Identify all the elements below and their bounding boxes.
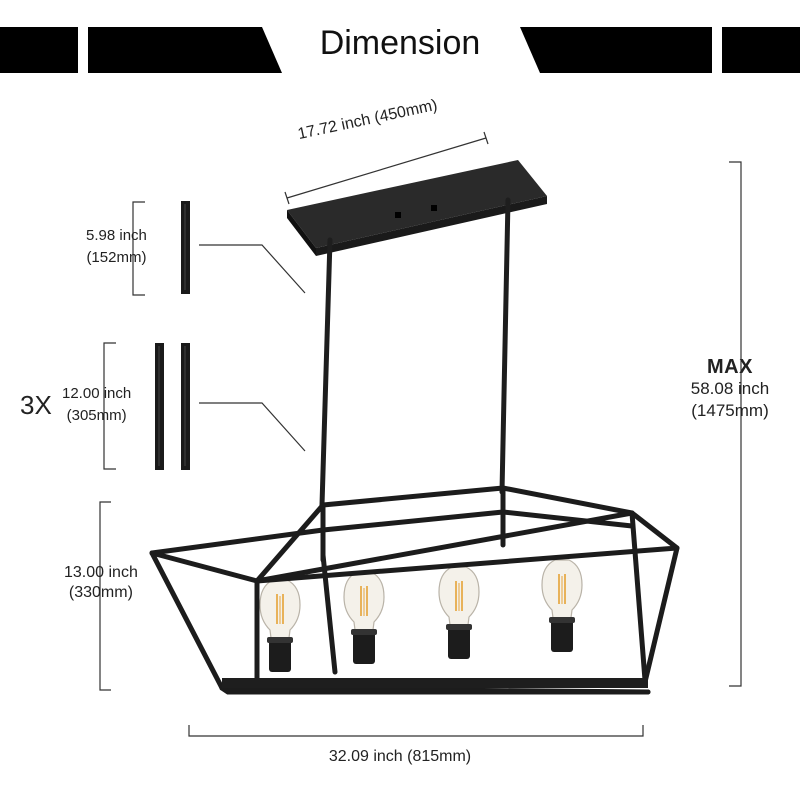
dimension-brackets-left bbox=[99, 201, 145, 691]
hanging-rods bbox=[319, 197, 511, 508]
rod-quantity-label: 3X bbox=[20, 390, 52, 420]
short-rod-inch: 5.98 inch bbox=[86, 227, 147, 244]
long-rod-mm: (305mm) bbox=[66, 407, 127, 424]
banner-bar-left-outer bbox=[0, 27, 78, 73]
page-title: Dimension bbox=[319, 24, 481, 62]
canopy-plate bbox=[287, 160, 547, 256]
overall-height-inch: 58.08 inch bbox=[690, 379, 770, 398]
spare-rod-short bbox=[181, 201, 190, 294]
max-word: MAX bbox=[707, 356, 753, 378]
fixture-width-label: 32.09 inch (815mm) bbox=[328, 748, 472, 765]
leader-lines bbox=[199, 244, 306, 452]
short-rod-label: 5.98 inch (152mm) bbox=[86, 225, 147, 269]
edison-bulbs bbox=[259, 559, 583, 672]
overall-height-mm: (1475mm) bbox=[691, 401, 769, 420]
canopy-dimension-line bbox=[284, 131, 489, 205]
spare-rods-long bbox=[155, 343, 190, 470]
cage-frame bbox=[149, 485, 680, 695]
edison-bulb bbox=[259, 579, 301, 672]
cage-height-mm: (330mm) bbox=[68, 584, 133, 601]
title-banner bbox=[0, 27, 800, 73]
width-bracket bbox=[188, 725, 644, 737]
bottom-tray bbox=[222, 678, 648, 688]
edison-bulb bbox=[438, 566, 480, 659]
long-rod-label: 12.00 inch (305mm) bbox=[62, 383, 131, 427]
long-rod-inch: 12.00 inch bbox=[62, 385, 132, 402]
edison-bulb bbox=[541, 559, 583, 652]
cage-height-inch: 13.00 inch bbox=[64, 564, 138, 581]
banner-bar-right-inner bbox=[520, 27, 712, 73]
short-rod-mm: (152mm) bbox=[86, 249, 147, 266]
overall-height-bracket bbox=[729, 161, 742, 687]
edison-bulb bbox=[343, 571, 385, 664]
overall-height-label: MAX 58.08 inch (1475mm) bbox=[660, 356, 800, 422]
banner-bar-right-outer bbox=[722, 27, 800, 73]
banner-bar-left-inner bbox=[88, 27, 282, 73]
cage-height-label: 13.00 inch (330mm) bbox=[64, 563, 138, 603]
